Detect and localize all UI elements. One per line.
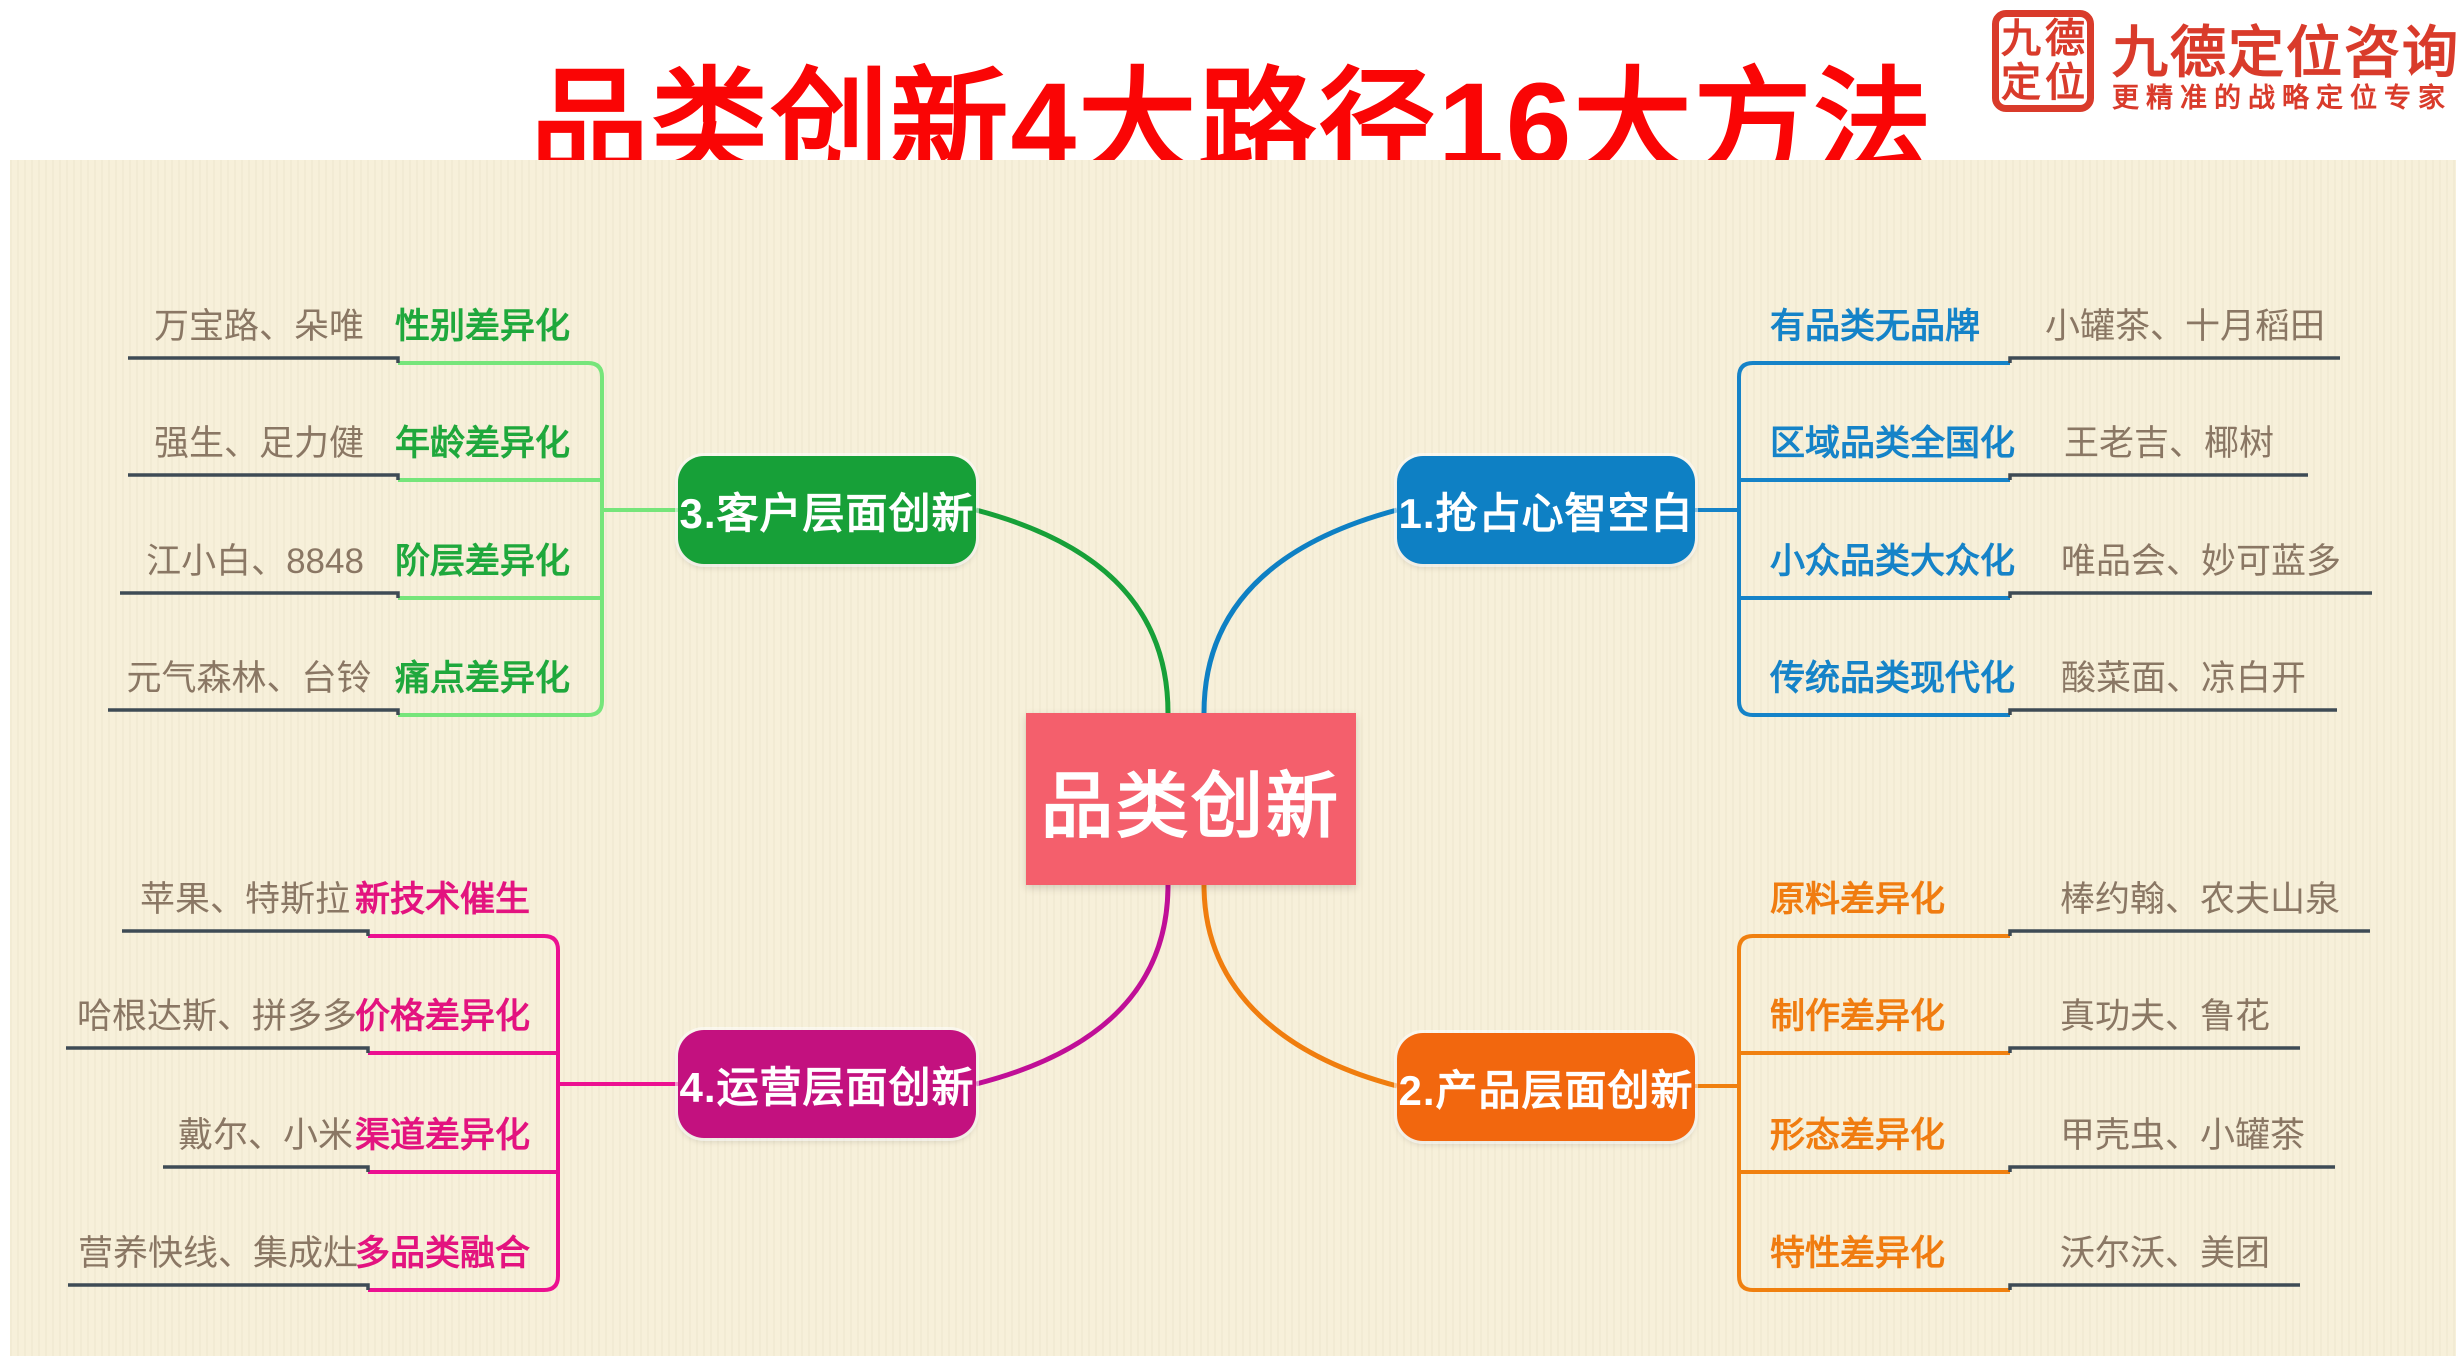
branch4-item-label: 多品类融合: [354, 1234, 530, 1273]
branch2-item-examples: 真功夫、鲁花: [2059, 997, 2270, 1036]
branch2-item-label: 特性差异化: [1770, 1234, 1946, 1273]
branch4-item-examples: 苹果、特斯拉: [139, 880, 350, 919]
seal-char: 位: [2045, 60, 2085, 105]
branch2-item-examples: 棒约翰、农夫山泉: [2059, 880, 2340, 919]
branch1-item-examples: 酸菜面、凉白开: [2060, 659, 2306, 698]
branch2-item-label: 制作差异化: [1770, 997, 1946, 1036]
branch3-item-examples: 江小白、8848: [146, 542, 364, 581]
branch1-node: 1.抢占心智空白: [1397, 456, 1695, 564]
branch4-item-label: 新技术催生: [354, 880, 530, 919]
branch1-item-label: 区域品类全国化: [1770, 424, 2016, 463]
branch2-item-examples: 沃尔沃、美团: [2059, 1234, 2270, 1273]
branch4-item-examples: 哈根达斯、拼多多: [76, 997, 357, 1036]
center-topic-node: 品类创新: [1026, 713, 1356, 885]
branch3-item-examples: 元气森林、台铃: [126, 659, 372, 698]
branch4-item-examples: 营养快线、集成灶: [77, 1234, 358, 1273]
branch4-item-label: 渠道差异化: [354, 1116, 530, 1155]
branch2-item-examples: 甲壳虫、小罐茶: [2059, 1116, 2305, 1155]
branch1-item-label: 有品类无品牌: [1770, 307, 1981, 346]
branch4-node: 4.运营层面创新: [678, 1030, 976, 1138]
branch2-item-label: 原料差异化: [1770, 880, 1946, 919]
seal-char: 定: [2001, 60, 2041, 105]
branch3-item-label: 痛点差异化: [394, 659, 570, 698]
branch1-item-examples: 唯品会、妙可蓝多: [2060, 542, 2341, 581]
branch3-item-label: 阶层差异化: [394, 542, 570, 581]
brand-tagline: 更精准的战略定位专家: [2112, 83, 2452, 113]
branch1-item-examples: 小罐茶、十月稻田: [2044, 307, 2325, 346]
branch3-item-label: 性别差异化: [394, 307, 570, 346]
branch3-item-examples: 万宝路、朵唯: [153, 307, 364, 346]
seal-char: 德: [2045, 16, 2085, 61]
branch1-item-label: 传统品类现代化: [1770, 659, 2016, 698]
branch3-node: 3.客户层面创新: [678, 456, 976, 564]
brand-seal-icon: 九 德 定 位: [1992, 10, 2094, 112]
branch1-item-examples: 王老吉、椰树: [2063, 424, 2274, 463]
branch2-node: 2.产品层面创新: [1397, 1033, 1695, 1141]
brand-name: 九德定位咨询: [2112, 23, 2460, 85]
branch3-item-label: 年龄差异化: [394, 424, 570, 463]
branch4-item-examples: 戴尔、小米: [177, 1116, 353, 1155]
branch3-item-examples: 强生、足力健: [153, 424, 364, 463]
branch1-item-label: 小众品类大众化: [1770, 542, 2016, 581]
branch2-item-label: 形态差异化: [1770, 1116, 1946, 1155]
seal-char: 九: [2001, 16, 2041, 61]
branch4-item-label: 价格差异化: [354, 997, 530, 1036]
